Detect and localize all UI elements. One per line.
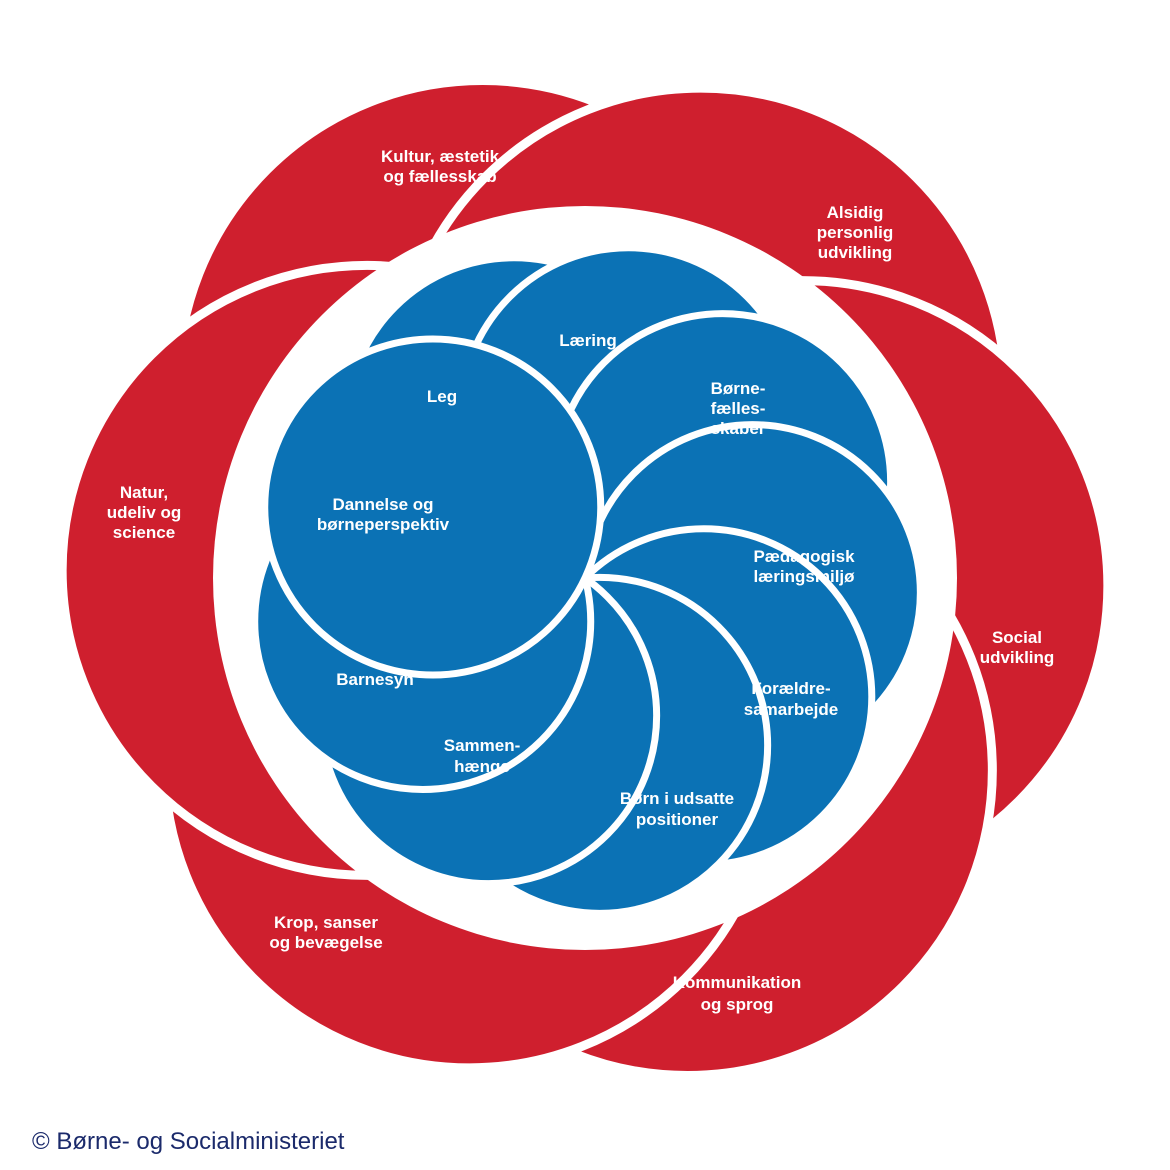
inner-label-foraeldresamarbejde: Forældre-samarbejde [744, 679, 839, 719]
inner-petal [261, 335, 605, 679]
inner-label-sammenhaenge: Sammen-hænge [444, 736, 521, 776]
inner-blue-petals [251, 244, 924, 917]
inner-label-leg: Leg [427, 387, 457, 406]
copyright-notice: © Børne- og Socialministeriet [32, 1128, 345, 1155]
inner-label-bornefaellesskaber: Børne-fælles-skaber [711, 379, 766, 438]
inner-label-laering: Læring [559, 331, 617, 350]
inner-label-barnesyn: Barnesyn [336, 670, 413, 689]
